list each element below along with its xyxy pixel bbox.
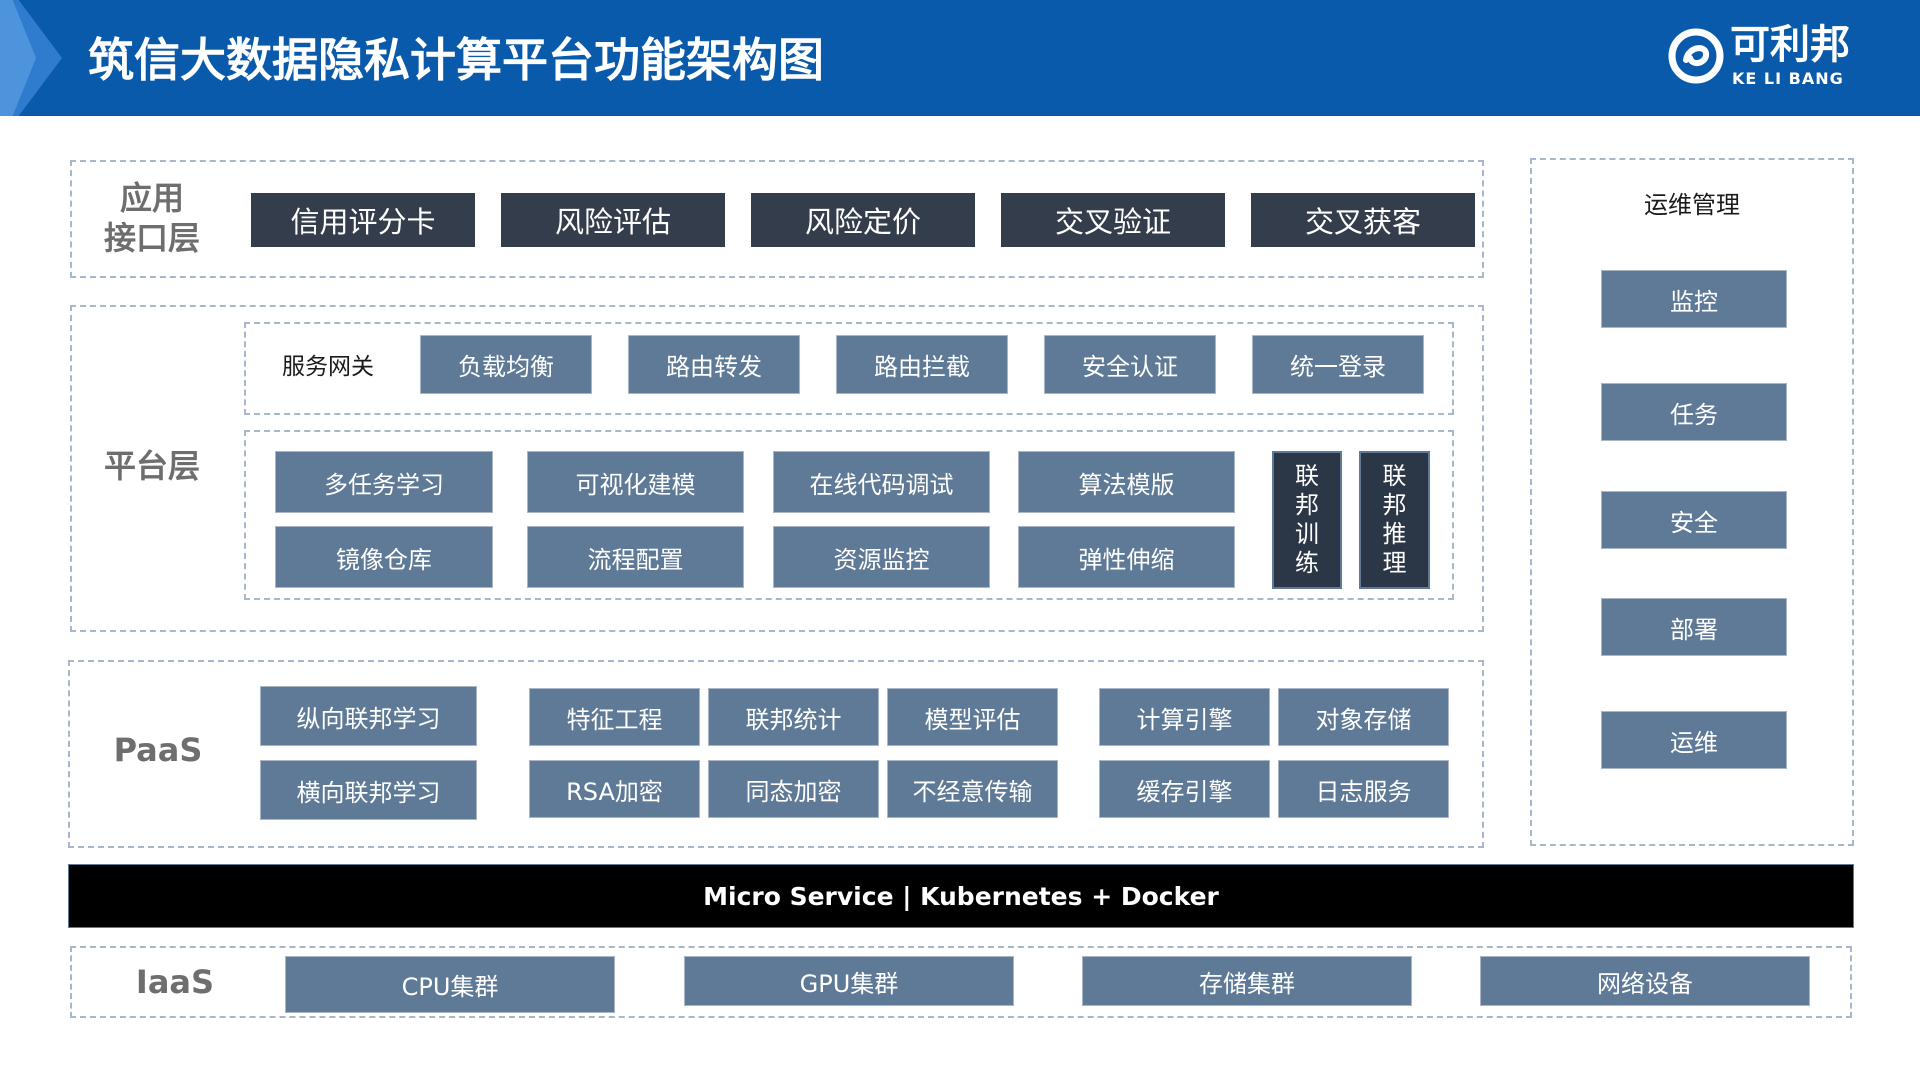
iaas-item-cpu-cluster: CPU集群 xyxy=(285,956,615,1013)
paas-item-oblivious-transfer: 不经意传输 xyxy=(887,760,1058,818)
app-item-cross-validation: 交叉验证 xyxy=(1001,193,1225,247)
paas-item-homomorphic-encryption: 同态加密 xyxy=(708,760,879,818)
app-item-risk-pricing: 风险定价 xyxy=(751,193,975,247)
platform-item-workflow-config: 流程配置 xyxy=(527,526,744,588)
ops-management-section xyxy=(1530,158,1854,846)
application-layer-label-line2: 接口层 xyxy=(103,219,200,257)
iaas-item-network-devices: 网络设备 xyxy=(1480,956,1810,1006)
logo-mark-icon xyxy=(1668,28,1724,84)
application-layer-label: 应用 接口层 xyxy=(84,178,220,258)
paas-item-feature-engineering: 特征工程 xyxy=(529,688,700,746)
iaas-item-storage-cluster: 存储集群 xyxy=(1082,956,1412,1006)
platform-item-resource-monitoring: 资源监控 xyxy=(773,526,990,588)
federated-training-char: 联 xyxy=(1295,462,1319,490)
application-layer-section xyxy=(70,160,1484,278)
iaas-item-gpu-cluster: GPU集群 xyxy=(684,956,1014,1006)
platform-item-visual-modeling: 可视化建模 xyxy=(527,451,744,513)
ops-item-monitoring: 监控 xyxy=(1601,270,1787,328)
gateway-item-security-auth: 安全认证 xyxy=(1044,335,1216,394)
federated-inference-box: 联 邦 推 理 xyxy=(1359,451,1430,589)
federated-training-box: 联 邦 训 练 xyxy=(1272,451,1342,589)
page-title: 筑信大数据隐私计算平台功能架构图 xyxy=(88,33,824,87)
federated-inference-char: 邦 xyxy=(1382,491,1407,519)
federated-training-char: 训 xyxy=(1295,520,1319,548)
platform-layer-section xyxy=(70,305,1484,632)
platform-item-elastic-scaling: 弹性伸缩 xyxy=(1018,526,1235,588)
paas-item-cache-engine: 缓存引擎 xyxy=(1099,760,1270,818)
logo-english-name: KE LI BANG xyxy=(1732,69,1844,88)
federated-training-char: 邦 xyxy=(1295,491,1319,519)
app-item-credit-scorecard: 信用评分卡 xyxy=(251,193,475,247)
gateway-item-unified-login: 统一登录 xyxy=(1252,335,1424,394)
federated-inference-char: 推 xyxy=(1382,520,1407,548)
paas-item-vertical-federated-learning: 纵向联邦学习 xyxy=(260,686,477,746)
platform-item-algorithm-templates: 算法模版 xyxy=(1018,451,1235,513)
iaas-layer-section xyxy=(70,946,1852,1018)
federated-inference-char: 联 xyxy=(1382,462,1407,490)
iaas-layer-label: IaaS xyxy=(135,963,215,1001)
ops-item-operations: 运维 xyxy=(1601,711,1787,769)
service-gateway-label: 服务网关 xyxy=(282,354,374,380)
federated-training-char: 练 xyxy=(1295,549,1319,577)
paas-item-rsa-encryption: RSA加密 xyxy=(529,760,700,818)
paas-item-object-storage: 对象存储 xyxy=(1278,688,1449,746)
platform-item-online-debugging: 在线代码调试 xyxy=(773,451,990,513)
platform-function-group xyxy=(244,430,1454,600)
gateway-item-load-balancing: 负载均衡 xyxy=(420,335,592,394)
app-item-risk-assessment: 风险评估 xyxy=(501,193,725,247)
gateway-item-route-forwarding: 路由转发 xyxy=(628,335,800,394)
service-gateway-group xyxy=(244,322,1454,415)
ops-management-title: 运维管理 xyxy=(1644,191,1740,219)
application-layer-label-line1: 应用 xyxy=(119,179,184,217)
paas-item-logging-service: 日志服务 xyxy=(1278,760,1449,818)
paas-layer-label: PaaS xyxy=(113,731,203,769)
logo-chinese-name: 可利邦 xyxy=(1730,22,1850,68)
paas-layer-section xyxy=(68,660,1484,848)
paas-item-model-evaluation: 模型评估 xyxy=(887,688,1058,746)
paas-item-horizontal-federated-learning: 横向联邦学习 xyxy=(260,760,477,820)
federated-inference-char: 理 xyxy=(1382,549,1407,577)
header-banner xyxy=(0,0,1920,116)
gateway-item-route-interception: 路由拦截 xyxy=(836,335,1008,394)
paas-item-federated-statistics: 联邦统计 xyxy=(708,688,879,746)
ops-item-tasks: 任务 xyxy=(1601,383,1787,441)
infrastructure-bar: Micro Service | Kubernetes + Docker xyxy=(68,864,1854,928)
ops-item-security: 安全 xyxy=(1601,491,1787,549)
brand-logo: 可利邦 KE LI BANG xyxy=(1668,22,1868,94)
platform-item-image-registry: 镜像仓库 xyxy=(275,526,493,588)
app-item-cross-acquisition: 交叉获客 xyxy=(1251,193,1475,247)
platform-layer-label: 平台层 xyxy=(103,447,200,485)
paas-item-compute-engine: 计算引擎 xyxy=(1099,688,1270,746)
platform-item-multitask-learning: 多任务学习 xyxy=(275,451,493,513)
ops-item-deployment: 部署 xyxy=(1601,598,1787,656)
